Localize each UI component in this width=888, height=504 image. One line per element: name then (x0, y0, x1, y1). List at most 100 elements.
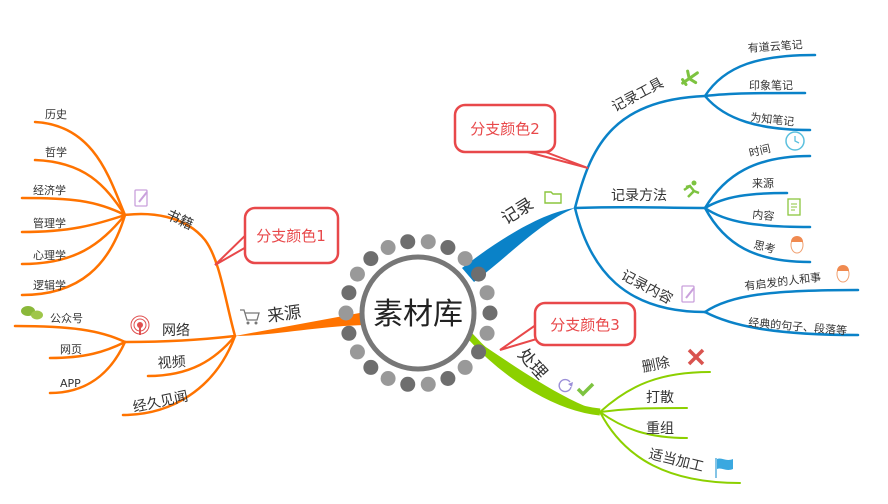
leaf-management[interactable]: 管理学 (33, 216, 66, 230)
edge-leaf (20, 213, 127, 234)
center-dot (338, 305, 354, 321)
leaf-logic[interactable]: 逻辑学 (33, 278, 66, 292)
flag-icon (715, 458, 733, 478)
edge-leaf (599, 411, 741, 484)
branch-process: 处理 删除 打散 重组 适当加工 (467, 333, 741, 484)
edge-leaf (599, 407, 688, 413)
leaf-content[interactable]: 内容 (752, 207, 775, 223)
edge-leaf (703, 191, 789, 210)
leaf-app[interactable]: APP (60, 377, 81, 390)
leaf-time[interactable]: 时间 (748, 142, 772, 160)
leaf-economics[interactable]: 经济学 (33, 183, 66, 197)
edge-leaf (703, 310, 860, 337)
edge-leaf (599, 371, 711, 413)
edge-leaf (703, 91, 807, 98)
branch-source: 来源 书籍 网络 视频 经久见闻 历史 哲学 经济学 管理学 心理学 逻辑学 公… (13, 108, 365, 417)
center-dot (400, 234, 416, 250)
trunk-record (462, 208, 575, 282)
leaf-source[interactable]: 来源 (752, 176, 774, 190)
edge-leaf (703, 288, 860, 314)
center-dot (471, 344, 487, 360)
center-dot (341, 285, 357, 301)
center-dot (363, 359, 379, 375)
person-face-icon (836, 265, 850, 283)
leaf-refine[interactable]: 适当加工 (647, 446, 705, 475)
center-decorative-dots (338, 234, 498, 392)
center-dot (457, 359, 473, 375)
leaf-delete[interactable]: 删除 (641, 354, 672, 375)
center-dot (440, 370, 456, 386)
edge-leaf (20, 213, 127, 297)
edge-tools (573, 94, 707, 210)
checkmark-icon (576, 382, 595, 397)
airplane-icon (681, 69, 699, 86)
center-dot (457, 251, 473, 267)
edge-leaf (703, 206, 812, 264)
leaf-youdao[interactable]: 有道云笔记 (747, 37, 803, 55)
trunk-source (235, 312, 365, 336)
leaf-wechat-account[interactable]: 公众号 (50, 312, 83, 325)
leaf-wiz[interactable]: 为知笔记 (750, 110, 795, 129)
center-dot (349, 266, 365, 282)
edge-leaf (703, 53, 817, 98)
center-dot (363, 251, 379, 267)
node-video[interactable]: 视频 (157, 354, 186, 372)
folder-icon (544, 191, 562, 204)
center-dot (349, 344, 365, 360)
callout-1-label: 分支颜色1 (256, 227, 326, 245)
callout-3-label: 分支颜色3 (550, 316, 620, 334)
edge-leaf (48, 340, 127, 395)
center-node[interactable]: 素材库 (338, 234, 498, 392)
edge-leaf (20, 196, 127, 217)
close-x-icon (687, 348, 705, 366)
center-label: 素材库 (373, 297, 463, 332)
leaf-history[interactable]: 历史 (45, 108, 67, 121)
leaf-psychology[interactable]: 心理学 (33, 248, 66, 262)
leaf-recombine[interactable]: 重组 (646, 421, 674, 437)
center-dot (479, 325, 495, 341)
edge-leaf (599, 411, 688, 439)
edge-leaf (703, 206, 812, 229)
edge-experience (121, 334, 237, 417)
edge-books (123, 212, 237, 338)
antenna-icon (130, 315, 150, 335)
node-source[interactable]: 来源 (266, 302, 302, 327)
leaf-scatter[interactable]: 打散 (646, 389, 674, 406)
clock-icon (785, 131, 805, 151)
center-dot (400, 376, 416, 392)
center-dot (479, 285, 495, 301)
node-tools[interactable]: 记录工具 (609, 75, 666, 115)
center-dot (380, 370, 396, 386)
center-ring (359, 254, 477, 372)
document-icon (787, 198, 801, 216)
leaf-webpage[interactable]: 网页 (60, 343, 82, 356)
node-books[interactable]: 书籍 (163, 206, 196, 233)
leaf-philosophy[interactable]: 哲学 (45, 145, 67, 159)
center-dot (420, 234, 436, 250)
edge-content (573, 206, 707, 314)
callout-2-label: 分支颜色2 (470, 120, 540, 138)
leaf-evernote[interactable]: 印象笔记 (749, 78, 793, 92)
center-dot (420, 376, 436, 392)
center-dot (440, 240, 456, 256)
node-experience[interactable]: 经久见闻 (132, 389, 190, 416)
notebook-icon (681, 285, 695, 303)
edge-leaf (33, 158, 127, 217)
notebook-icon (134, 189, 148, 207)
edge-leaf (48, 340, 127, 360)
center-dot (341, 325, 357, 341)
edge-leaf (33, 120, 127, 217)
center-dot (471, 266, 487, 282)
edge-network (123, 334, 237, 344)
callout-3: 分支颜色3 (499, 301, 637, 351)
wechat-icon (21, 306, 43, 320)
node-methods[interactable]: 记录方法 (611, 188, 667, 204)
node-network[interactable]: 网络 (162, 323, 190, 339)
callout-1: 分支颜色1 (214, 206, 340, 266)
edge-leaf (20, 213, 127, 266)
leaf-thinking[interactable]: 思考 (752, 238, 776, 256)
edge-leaf (13, 324, 127, 344)
edge-video (146, 334, 237, 378)
